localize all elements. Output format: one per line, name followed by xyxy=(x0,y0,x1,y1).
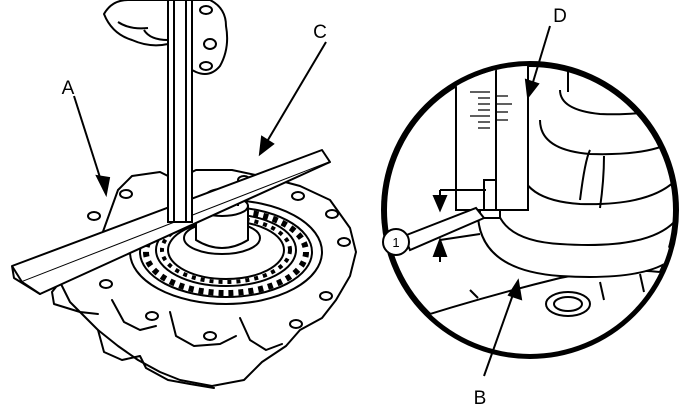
magnified-inset xyxy=(381,61,679,359)
dimension-marker xyxy=(432,189,486,262)
hand xyxy=(103,0,229,75)
callout-1-number: 1 xyxy=(392,235,399,250)
label-b: B xyxy=(474,388,487,409)
callout-1: 1 xyxy=(382,228,410,256)
label-d: D xyxy=(553,6,567,27)
leader-arrows-right xyxy=(483,25,551,377)
label-a: A xyxy=(62,78,75,99)
depth-gauge-closeup xyxy=(455,66,529,219)
leader-arrows-left xyxy=(73,41,327,198)
label-c: C xyxy=(313,22,327,43)
depth-gauge xyxy=(167,0,193,223)
